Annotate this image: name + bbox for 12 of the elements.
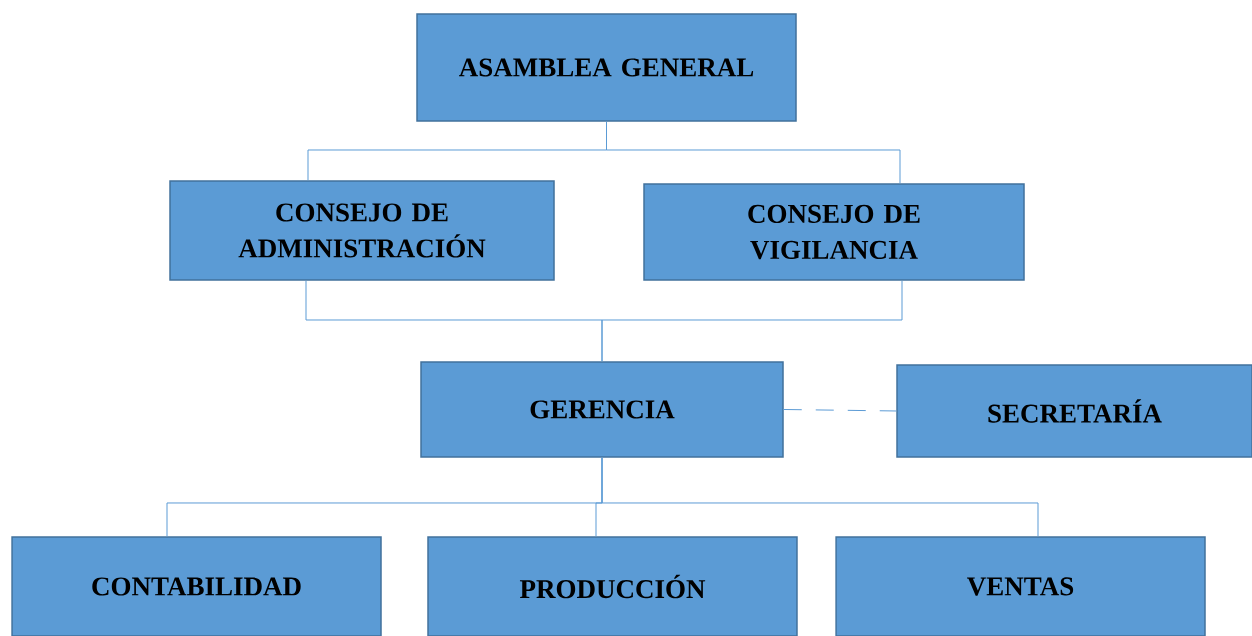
connector-line [783, 409, 897, 412]
org-box: SECRETARÍA [896, 364, 1252, 458]
org-box: VENTAS [835, 536, 1206, 636]
org-box: PRODUCCIÓN [427, 536, 798, 636]
org-box: GERENCIA [420, 361, 784, 458]
connector-line [606, 121, 901, 184]
org-box: CONTABILIDAD [11, 536, 382, 636]
org-box: CONSEJO DE VIGILANCIA [643, 183, 1025, 281]
org-box: ASAMBLEA GENERAL [416, 13, 797, 122]
connector-line [601, 280, 903, 362]
connector-line [601, 457, 1039, 537]
org-box: CONSEJO DE ADMINISTRACIÓN [169, 180, 555, 281]
